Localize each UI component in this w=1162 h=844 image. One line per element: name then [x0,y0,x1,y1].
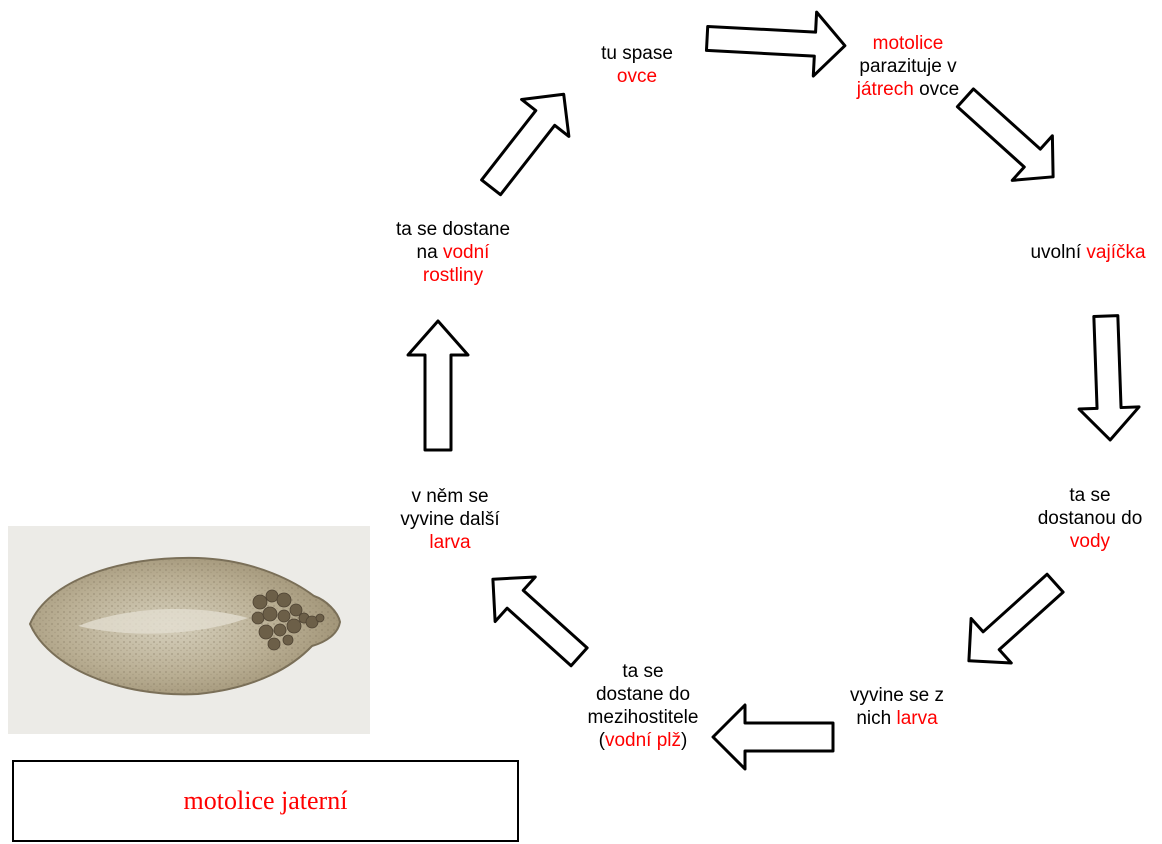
arrow-1 [705,6,846,77]
liver-fluke-illustration [8,526,370,734]
node-text: parazituje v [838,55,978,78]
node-dalsi-larva: v něm se vyvine další larva [385,485,515,554]
highlight-text: motolice [838,32,978,55]
arrow-4 [949,561,1075,683]
highlight-text: ovce [587,65,687,88]
highlight-text: vody [1030,530,1150,553]
node-text: ta se [572,660,714,683]
arrow-7 [408,321,468,450]
node-text: ta se [1030,484,1150,507]
node-text: uvolní [1030,242,1086,263]
node-text: dostanou do [1030,507,1150,530]
highlight-text: játrech [857,79,914,100]
highlight-text: vodní [443,242,489,263]
node-text: vyvine další [385,508,515,531]
arrow-8 [467,76,587,206]
liver-fluke-photo [8,526,370,734]
node-text: tu spase [587,42,687,65]
node-uvolni-vajicka: uvolní vajíčka [1018,241,1158,264]
caption-box: motolice jaterní [12,760,519,842]
node-text: nich [856,708,896,729]
node-text: dostane do [572,683,714,706]
highlight-text: vodní plž [605,730,681,751]
highlight-text: larva [385,531,515,554]
node-mezihostitel: ta se dostane do mezihostitele (vodní pl… [572,660,714,752]
node-tu-spase-ovce: tu spase ovce [587,42,687,88]
node-vodni-rostliny: ta se dostane na vodní rostliny [378,218,528,287]
arrow-3 [1076,315,1140,441]
node-text: v něm se [385,485,515,508]
arrow-5 [713,705,833,769]
node-text: vyvine se z [837,684,957,707]
caption-text: motolice jaterní [184,786,348,816]
node-text: mezihostitele [572,706,714,729]
highlight-text: vajíčka [1086,242,1145,263]
node-text: na [417,242,443,263]
node-motolice-parazituje: motolice parazituje v játrech ovce [838,32,978,101]
highlight-text: larva [896,708,937,729]
highlight-text: rostliny [378,264,528,287]
paren-close: ) [681,730,687,751]
node-vyvine-se-larva: vyvine se z nich larva [837,684,957,730]
node-text: ta se dostane [378,218,528,241]
node-text: ovce [914,79,959,100]
node-dostanou-do-vody: ta se dostanou do vody [1030,484,1150,553]
